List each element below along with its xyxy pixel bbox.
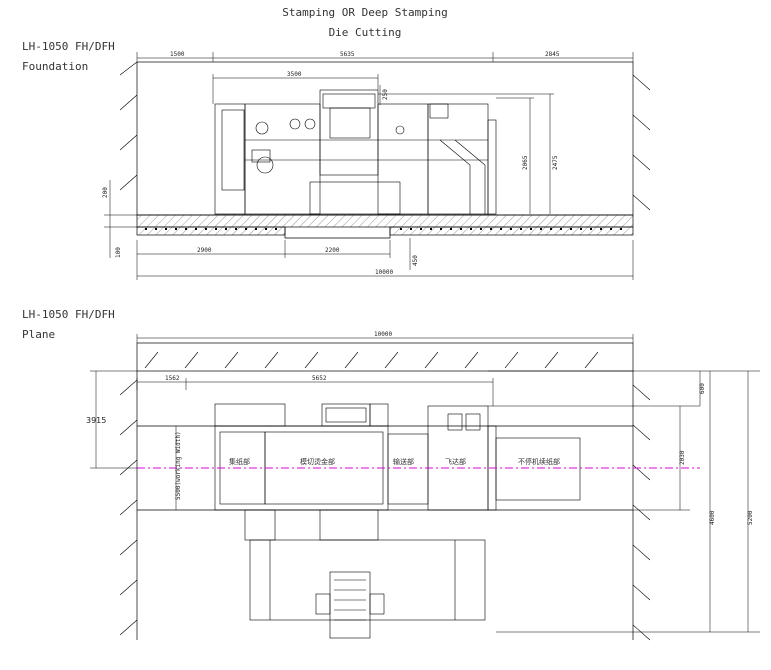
- foundation-slab-bolts: [145, 228, 622, 230]
- diagram-title-line2: Die Cutting: [328, 26, 402, 39]
- dim-foundation-top-mid: 5635: [340, 51, 355, 58]
- dim-foundation-bottom-b: 2200: [325, 247, 340, 254]
- dim-foundation-inner: 3500: [287, 71, 302, 78]
- diagram-title-line1: Stamping OR Deep Stamping: [282, 6, 448, 19]
- section-label-delivery: 集纸部: [229, 457, 250, 466]
- dim-plane-main-length: 5652: [312, 375, 327, 382]
- foundation-view-label: Foundation: [22, 60, 89, 73]
- dim-foundation-left-v1: 200: [102, 187, 109, 198]
- foundation-dim-lines: [104, 52, 634, 280]
- plane-view-label: Plane: [22, 328, 56, 341]
- foundation-wall-hatch-right: [632, 74, 651, 211]
- foundation-model-label: LH-1050 FH/DFH: [22, 40, 115, 53]
- section-label-nonstop-feeder: 不停机续纸部: [518, 457, 560, 466]
- dim-foundation-left-v2: 100: [115, 247, 122, 258]
- plane-view: 10000 1562 5652 3915 5500(working Width)…: [86, 331, 760, 641]
- dim-plane-left-offset: 1562: [165, 375, 180, 382]
- dim-foundation-h2: 2475: [552, 155, 559, 170]
- dim-plane-right-big: 4600: [709, 510, 716, 525]
- dim-foundation-bottom-a: 2900: [197, 247, 212, 254]
- dim-foundation-h1: 2065: [522, 155, 529, 170]
- dim-plane-working-width: 5500(working Width): [175, 431, 182, 500]
- plane-dim-lines: [90, 334, 760, 633]
- plane-machine: [214, 403, 581, 639]
- plane-top-hatch: [144, 351, 599, 369]
- plane-model-label: LH-1050 FH/DFH: [22, 308, 115, 321]
- dim-plane-right-mid: 2030: [679, 450, 686, 465]
- dim-plane-right-total: 5200: [747, 510, 754, 525]
- section-label-feeding-table: 输送部: [393, 457, 414, 466]
- foundation-view: 1500 5635 2845 3500 250 2065 2475 200 10…: [102, 51, 651, 280]
- dim-foundation-total: 10000: [375, 269, 393, 276]
- dim-plane-left-height: 3915: [86, 416, 106, 425]
- dim-foundation-small: 250: [382, 89, 389, 100]
- section-label-feeder: 飞达部: [445, 457, 466, 466]
- dim-plane-right-small: 600: [699, 383, 706, 394]
- dim-foundation-top-left: 1500: [170, 51, 185, 58]
- dim-plane-total-width: 10000: [374, 331, 392, 338]
- foundation-machine: [214, 89, 497, 215]
- section-label-die-cutting: 模切烫金部: [300, 457, 335, 466]
- plane-side-hatch: [119, 379, 651, 641]
- dim-foundation-top-right: 2845: [545, 51, 560, 58]
- dim-foundation-bottom-c: 450: [412, 255, 419, 266]
- foundation-wall-hatch-left: [119, 61, 138, 191]
